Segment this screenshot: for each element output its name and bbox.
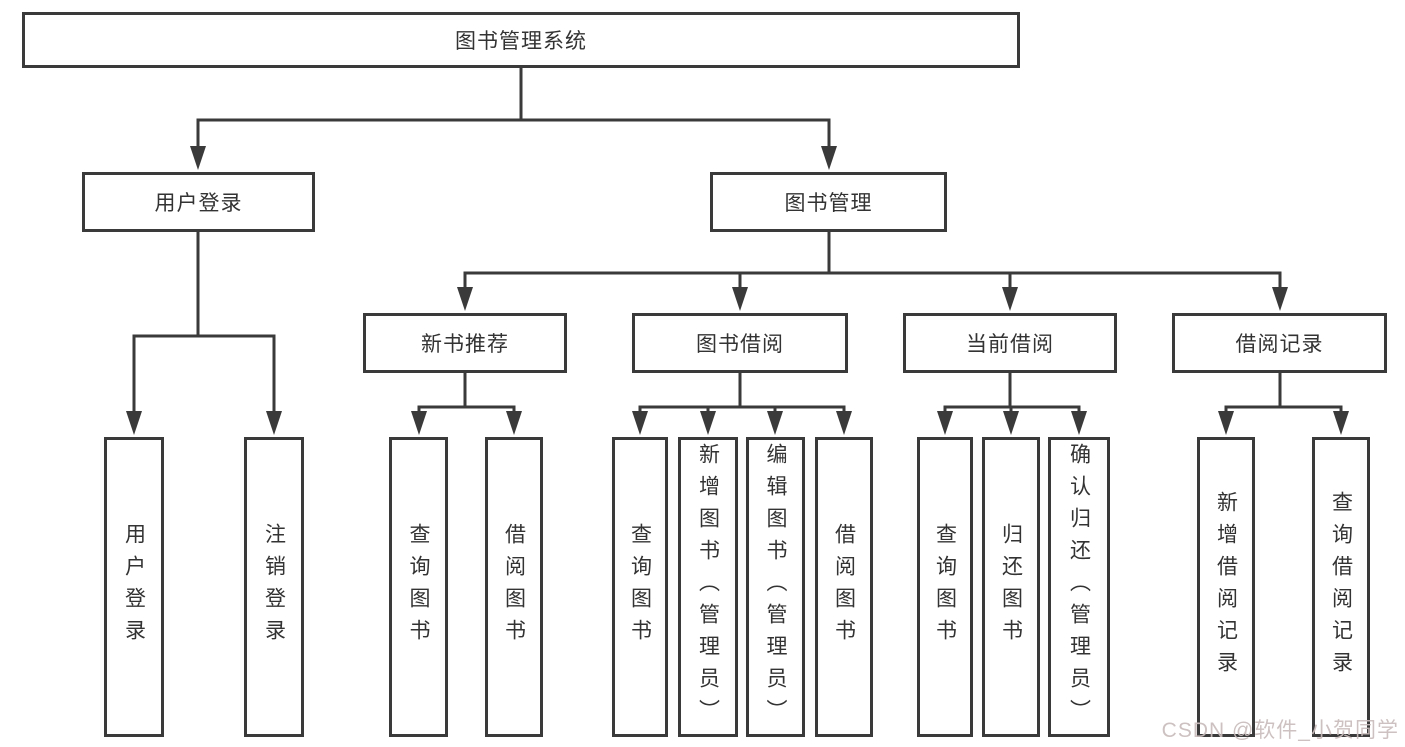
node-label: 查询图书 xyxy=(933,523,957,651)
node-label: 查询借阅记录 xyxy=(1329,491,1353,683)
node-current-borrowing: 当前借阅 xyxy=(903,313,1117,373)
connector-root-to-level2 xyxy=(190,68,837,170)
connector-line xyxy=(943,373,1081,413)
arrowhead-icon xyxy=(190,146,206,170)
leaf-newbooks-query-books: 查询图书 xyxy=(389,437,448,737)
node-label: 新增图书（管理员） xyxy=(696,443,720,731)
leaf-borrowing-borrow-books: 借阅图书 xyxy=(815,437,873,737)
leaf-records-add-borrow-record: 新增借阅记录 xyxy=(1197,437,1255,737)
arrowhead-icon xyxy=(506,411,522,435)
connector-new-books-to-leaves xyxy=(411,373,522,435)
node-user-login: 用户登录 xyxy=(82,172,315,232)
node-label: 归还图书 xyxy=(999,523,1023,651)
connector-line xyxy=(463,232,1282,289)
arrowhead-icon xyxy=(1003,411,1019,435)
node-label: 借阅图书 xyxy=(502,523,526,651)
connector-line xyxy=(417,373,516,413)
arrowhead-icon xyxy=(937,411,953,435)
node-label: 图书借阅 xyxy=(696,333,784,356)
connector-line xyxy=(638,373,846,413)
csdn-watermark: CSDN @软件_小贺同学 xyxy=(1161,719,1399,742)
node-label: 新书推荐 xyxy=(421,333,509,356)
node-label: 查询图书 xyxy=(407,523,430,651)
leaf-current-confirm-return-admin: 确认归还（管理员） xyxy=(1048,437,1110,737)
leaf-borrowing-query-books: 查询图书 xyxy=(612,437,668,737)
arrowhead-icon xyxy=(411,411,427,435)
node-label: 新增借阅记录 xyxy=(1214,491,1238,683)
node-label: 用户登录 xyxy=(154,192,243,215)
node-root-system: 图书管理系统 xyxy=(22,12,1020,68)
arrowhead-icon xyxy=(1218,411,1234,435)
node-label: 确认归还（管理员） xyxy=(1067,443,1091,731)
arrowhead-icon xyxy=(1272,287,1288,311)
node-book-management: 图书管理 xyxy=(710,172,947,232)
connector-borrow-records-to-leaves xyxy=(1218,373,1349,435)
node-label: 图书管理 xyxy=(784,192,873,215)
leaf-user-login: 用户登录 xyxy=(104,437,164,737)
leaf-current-query-books: 查询图书 xyxy=(917,437,973,737)
node-label: 查询图书 xyxy=(628,523,652,651)
node-label: 用户登录 xyxy=(122,523,146,651)
connector-current-borrow-to-leaves xyxy=(937,373,1087,435)
arrowhead-icon xyxy=(732,287,748,311)
connector-line xyxy=(132,232,276,413)
leaf-newbooks-borrow-books: 借阅图书 xyxy=(485,437,543,737)
leaf-records-query-borrow-record: 查询借阅记录 xyxy=(1312,437,1370,737)
connector-line xyxy=(1224,373,1343,413)
leaf-borrowing-edit-books-admin: 编辑图书（管理员） xyxy=(746,437,805,737)
node-label: 借阅记录 xyxy=(1235,333,1324,356)
node-label: 图书管理系统 xyxy=(455,30,587,53)
arrowhead-icon xyxy=(1071,411,1087,435)
node-book-borrowing: 图书借阅 xyxy=(632,313,848,373)
node-new-book-recommend: 新书推荐 xyxy=(363,313,567,373)
arrowhead-icon xyxy=(1333,411,1349,435)
connector-book-mgmt-to-level3 xyxy=(457,232,1288,311)
arrowhead-icon xyxy=(457,287,473,311)
arrowhead-icon xyxy=(126,411,142,435)
arrowhead-icon xyxy=(767,411,783,435)
arrowhead-icon xyxy=(632,411,648,435)
arrowhead-icon xyxy=(821,146,837,170)
connector-user-login-to-leaves xyxy=(126,232,282,435)
arrowhead-icon xyxy=(700,411,716,435)
leaf-borrowing-add-books-admin: 新增图书（管理员） xyxy=(678,437,738,737)
arrowhead-icon xyxy=(836,411,852,435)
node-label: 注销登录 xyxy=(262,523,286,651)
node-label: 借阅图书 xyxy=(832,523,856,651)
connector-book-borrow-to-leaves xyxy=(632,373,852,435)
connector-line xyxy=(196,68,831,148)
arrowhead-icon xyxy=(266,411,282,435)
node-label: 编辑图书（管理员） xyxy=(764,443,787,731)
arrowhead-icon xyxy=(1002,287,1018,311)
leaf-logout: 注销登录 xyxy=(244,437,304,737)
leaf-current-return-books: 归还图书 xyxy=(982,437,1040,737)
node-borrow-records: 借阅记录 xyxy=(1172,313,1387,373)
node-label: 当前借阅 xyxy=(966,333,1054,356)
